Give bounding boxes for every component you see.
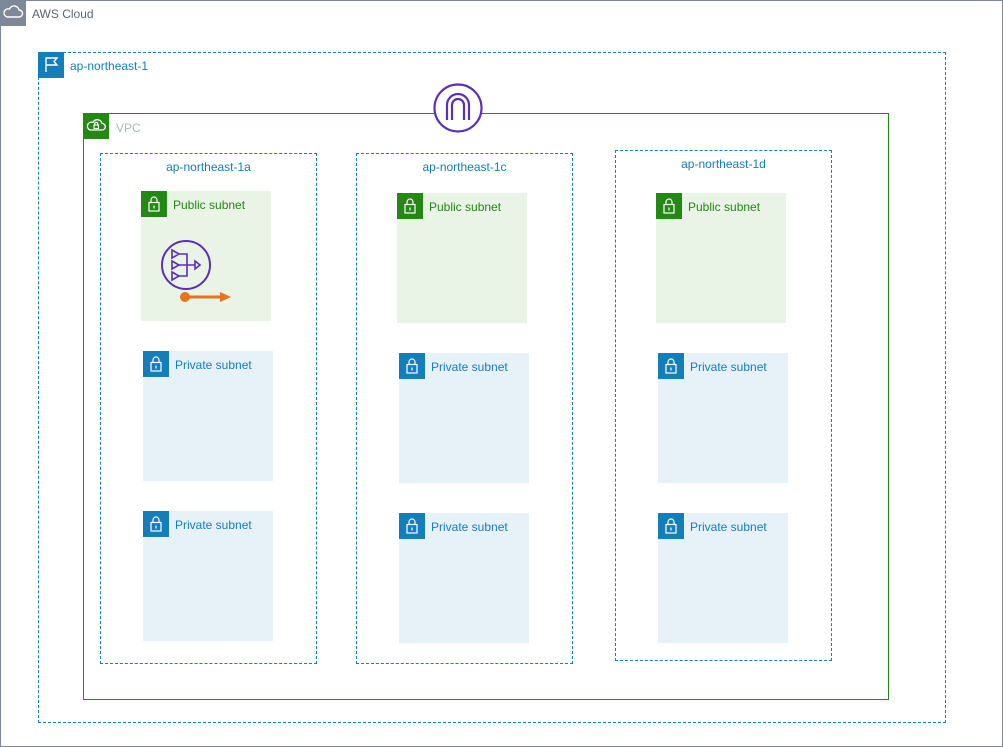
lock-icon (399, 353, 425, 379)
subnet-label: Private subnet (690, 520, 767, 534)
lock-icon (656, 193, 682, 219)
subnet-label: Private subnet (431, 520, 508, 534)
zone-label: ap-northeast-1a (166, 160, 251, 174)
internet-gateway-icon (433, 83, 483, 133)
aws-cloud-label: AWS Cloud (32, 7, 94, 21)
availability-zone-1c (356, 153, 573, 664)
subnet-label: Private subnet (175, 358, 252, 372)
availability-zone-1a (100, 153, 317, 664)
availability-zone-1d (615, 150, 832, 661)
lock-icon (399, 513, 425, 539)
vpc-group (83, 113, 889, 700)
lock-icon (658, 513, 684, 539)
subnet-label: Public subnet (429, 200, 502, 214)
subnet-label: Public subnet (688, 200, 761, 214)
vpc-label: VPC (116, 121, 141, 135)
region-label: ap-northeast-1 (70, 59, 149, 73)
subnet-label: Private subnet (431, 360, 508, 374)
nat-gateway-icon (160, 239, 212, 291)
arrow-right-icon (178, 290, 232, 304)
lock-icon (397, 193, 423, 219)
subnet-label: Private subnet (175, 518, 252, 532)
lock-icon (658, 353, 684, 379)
lock-icon (143, 511, 169, 537)
vpc-cloud-lock-icon (83, 113, 109, 139)
cloud-icon (0, 0, 26, 26)
region-group (38, 52, 946, 723)
lock-icon (141, 191, 167, 217)
region-flag-icon (38, 52, 64, 78)
zone-label: ap-northeast-1c (422, 160, 507, 174)
lock-icon (143, 351, 169, 377)
subnet-label: Public subnet (173, 198, 246, 212)
subnet-label: Private subnet (690, 360, 767, 374)
zone-label: ap-northeast-1d (681, 157, 766, 171)
